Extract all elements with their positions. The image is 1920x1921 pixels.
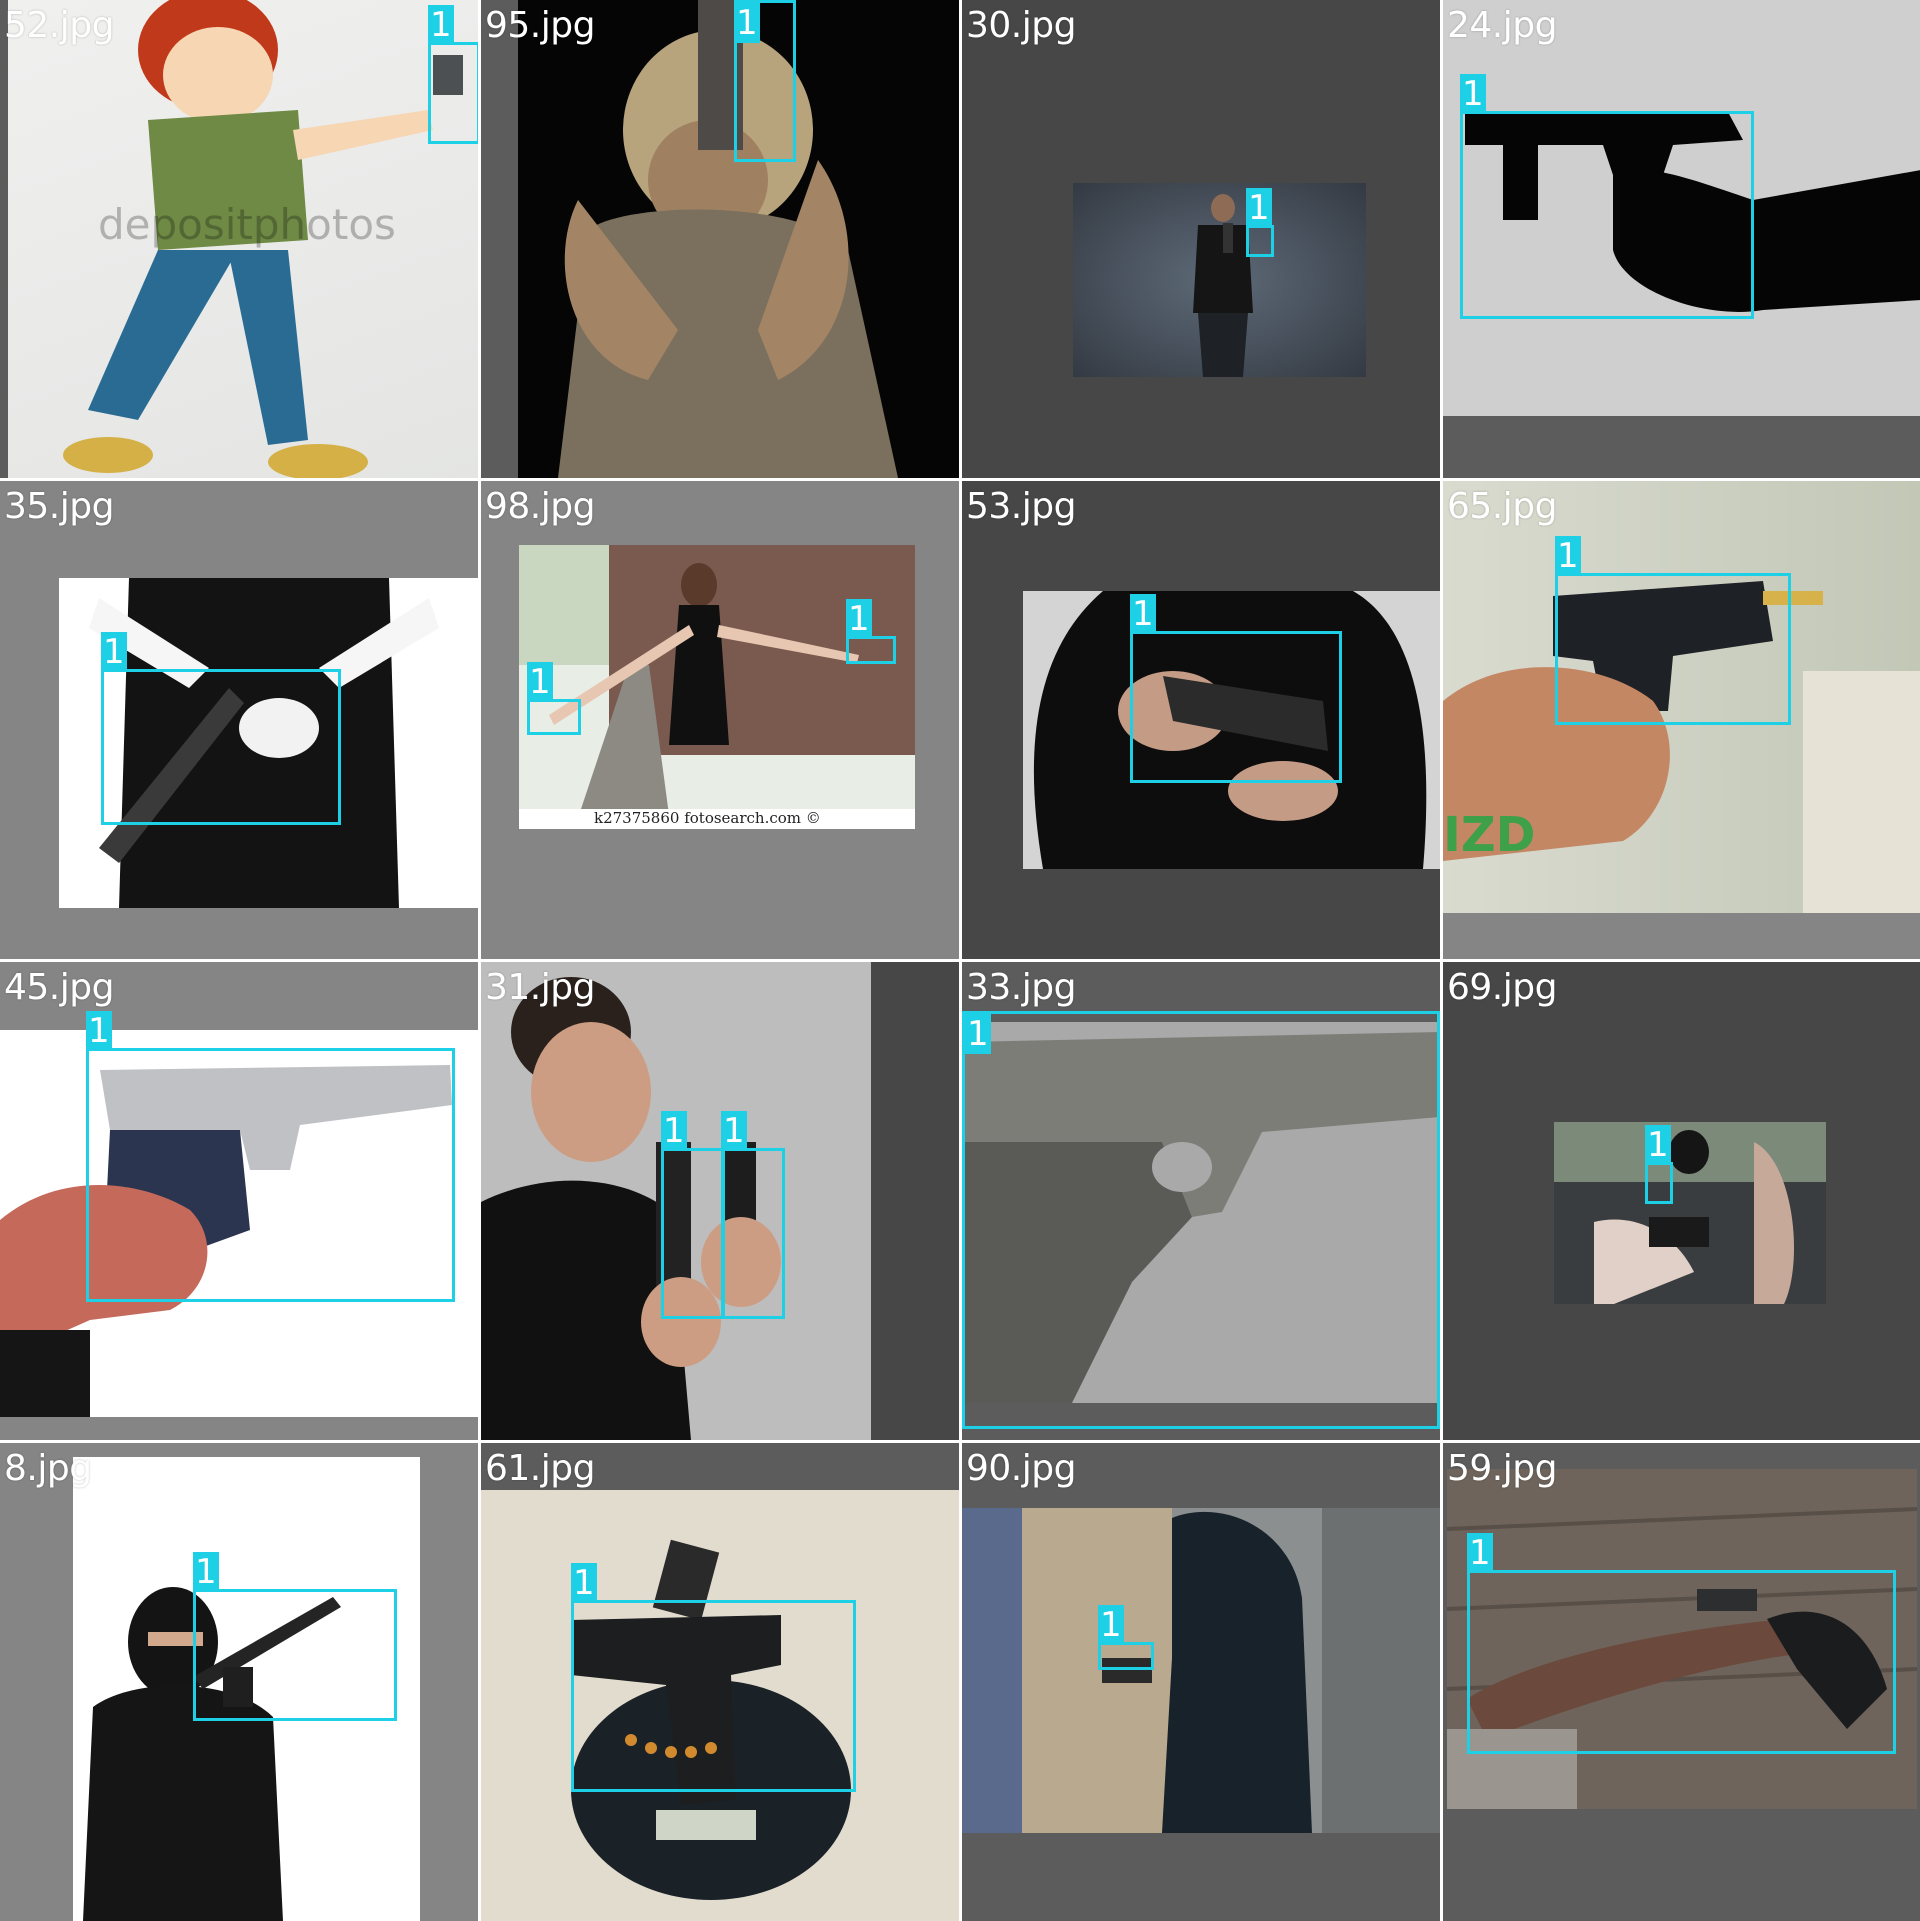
class-label: 1	[1467, 1533, 1493, 1573]
file-name: 95.jpg	[485, 5, 595, 46]
file-name: 53.jpg	[966, 486, 1076, 527]
file-name: 45.jpg	[4, 967, 114, 1008]
bounding-box: 1	[721, 1111, 785, 1319]
photo	[73, 1457, 420, 1921]
photo: IZD	[1443, 481, 1920, 913]
class-label: 1	[101, 632, 127, 672]
bounding-box: 1	[1645, 1125, 1673, 1204]
bounding-box: 1	[86, 1011, 455, 1302]
bounding-box: 1	[527, 662, 581, 735]
class-label: 1	[527, 662, 553, 702]
tile-31: 31.jpg 1 1	[481, 962, 959, 1440]
tile-90: 90.jpg 1	[962, 1443, 1440, 1921]
tile-52: depositphotos 52.jpg 1	[0, 0, 478, 478]
tile-61: 61.jpg 1	[481, 1443, 959, 1921]
tile-98: k27375860 fotosearch.com © 98.jpg 1 1	[481, 481, 959, 959]
class-label: 1	[734, 3, 760, 43]
file-name: 24.jpg	[1447, 5, 1557, 46]
file-name: 59.jpg	[1447, 1448, 1557, 1489]
bounding-box: 1	[101, 632, 341, 825]
bounding-box: 1	[1130, 594, 1342, 783]
file-name: 33.jpg	[966, 967, 1076, 1008]
file-name: 31.jpg	[485, 967, 595, 1008]
photo: depositphotos	[8, 0, 478, 478]
tile-95: 95.jpg 1	[481, 0, 959, 478]
bounding-box: 1	[846, 599, 896, 664]
class-label: 1	[1460, 74, 1486, 114]
file-name: 35.jpg	[4, 486, 114, 527]
photo	[962, 1508, 1440, 1833]
bounding-box: 1	[1098, 1605, 1154, 1670]
tile-53: 53.jpg 1	[962, 481, 1440, 959]
photo	[1023, 591, 1440, 869]
bounding-box: 1	[734, 0, 796, 162]
class-label: 1	[661, 1111, 687, 1151]
file-name: 8.jpg	[4, 1448, 92, 1489]
bounding-box: 1	[571, 1563, 856, 1792]
photo	[481, 962, 871, 1440]
bounding-box: 1	[962, 1011, 1440, 1429]
file-name: 98.jpg	[485, 486, 595, 527]
svg-text:IZD: IZD	[1443, 807, 1536, 863]
tile-69: 69.jpg 1	[1443, 962, 1920, 1440]
class-label: 1	[846, 599, 872, 639]
tile-45: 45.jpg 1	[0, 962, 478, 1440]
tile-33: 33.jpg 1	[962, 962, 1440, 1440]
class-label: 1	[1098, 1605, 1124, 1645]
photo-caption: k27375860 fotosearch.com ©	[594, 809, 821, 827]
watermark: depositphotos	[98, 200, 396, 249]
bounding-box: 1	[428, 5, 478, 144]
file-name: 61.jpg	[485, 1448, 595, 1489]
class-label: 1	[193, 1552, 219, 1592]
class-label: 1	[965, 1014, 991, 1054]
photo	[1443, 0, 1920, 416]
class-label: 1	[1555, 536, 1581, 576]
file-name: 65.jpg	[1447, 486, 1557, 527]
file-name: 52.jpg	[4, 5, 114, 46]
tile-24: 24.jpg 1	[1443, 0, 1920, 478]
file-name: 90.jpg	[966, 1448, 1076, 1489]
photo: k27375860 fotosearch.com ©	[519, 545, 915, 829]
class-label: 1	[721, 1111, 747, 1151]
tile-8: 8.jpg 1	[0, 1443, 478, 1921]
tile-35: 35.jpg 1	[0, 481, 478, 959]
bounding-box: 1	[1246, 188, 1274, 257]
class-label: 1	[1645, 1125, 1671, 1165]
file-name: 69.jpg	[1447, 967, 1557, 1008]
bounding-box: 1	[1467, 1533, 1896, 1754]
file-name: 30.jpg	[966, 5, 1076, 46]
class-label: 1	[86, 1011, 112, 1051]
tile-65: IZD 65.jpg 1	[1443, 481, 1920, 959]
class-label: 1	[571, 1563, 597, 1603]
photo	[0, 1030, 478, 1417]
class-label: 1	[1130, 594, 1156, 634]
bounding-box: 1	[193, 1552, 397, 1721]
photo	[59, 578, 478, 908]
photo	[481, 1490, 959, 1921]
tile-59: 59.jpg 1	[1443, 1443, 1920, 1921]
photo	[962, 1022, 1440, 1403]
photo	[518, 0, 959, 478]
bounding-box: 1	[661, 1111, 725, 1319]
bounding-box: 1	[1460, 74, 1754, 319]
bounding-box: 1	[1555, 536, 1791, 725]
photo	[1073, 183, 1366, 377]
class-label: 1	[1246, 188, 1272, 228]
photo	[1554, 1122, 1826, 1304]
class-label: 1	[428, 5, 454, 45]
tile-30: 30.jpg 1	[962, 0, 1440, 478]
